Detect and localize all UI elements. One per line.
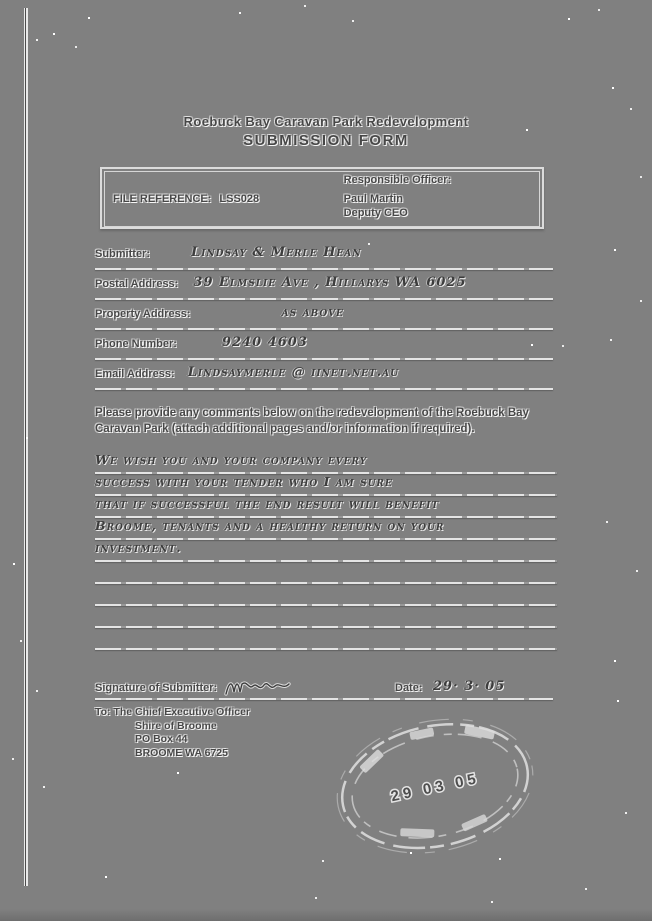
field-underline	[95, 358, 553, 360]
file-reference-label: FILE REFERENCE:	[113, 193, 212, 205]
comment-text: success with your tender who I am sure	[95, 474, 393, 489]
responsible-officer-label: Responsible Officer:	[343, 174, 452, 186]
comment-underline	[95, 538, 557, 540]
stamp-date: 29 03 05	[389, 770, 481, 805]
field-property-address-value: as above	[281, 305, 344, 320]
officer-name: Paul Martin	[343, 192, 403, 205]
field-phone-number-value: 9240 4603	[221, 335, 308, 350]
field-email-address: Email Address: Lindsaymerle @ iinet.net.…	[95, 365, 553, 390]
field-property-address-label: Property Address:	[95, 308, 191, 320]
comment-line: Broome, tenants and a healthy return on …	[95, 518, 557, 540]
field-property-address: Property Address: as above	[95, 305, 553, 330]
comment-underline	[95, 516, 557, 518]
field-underline	[95, 328, 553, 330]
form-title: Roebuck Bay Caravan Park Redevelopment	[183, 114, 469, 129]
comment-underline	[95, 472, 557, 474]
comment-line: that if successful the end result will b…	[95, 496, 557, 518]
recipient-address-block: To: The Chief Executive Officer Shire of…	[95, 706, 250, 761]
field-email-address-label: Email Address:	[95, 368, 175, 380]
blank-comment-line	[95, 628, 557, 650]
field-submitter: Submitter: Lindsay & Merle Hean	[95, 245, 553, 270]
comment-line: success with your tender who I am sure	[95, 474, 557, 496]
responsible-officer-block: Responsible Officer: Paul Martin Deputy …	[338, 172, 539, 226]
reference-box: FILE REFERENCE: LSS028 Responsible Offic…	[100, 167, 544, 229]
form-fields: Submitter: Lindsay & Merle Hean Postal A…	[95, 245, 553, 396]
recipient-line: To: The Chief Executive Officer	[95, 706, 251, 718]
date-label: Date:	[395, 682, 423, 694]
blank-comment-line	[95, 562, 557, 584]
comment-underline	[95, 494, 557, 496]
comment-underline	[95, 560, 557, 562]
comments-section: We wish you and your company every succe…	[95, 452, 557, 650]
field-phone-number-label: Phone Number:	[95, 338, 177, 350]
signature-underline	[95, 698, 553, 700]
form-title-block: Roebuck Bay Caravan Park Redevelopment S…	[0, 114, 652, 149]
field-postal-address-value: 39 Elmslie Ave , Hillarys WA 6025	[193, 275, 467, 290]
field-underline	[95, 268, 553, 270]
recipient-line: PO Box 44	[135, 733, 188, 746]
comments-instructions: Please provide any comments below on the…	[95, 407, 529, 435]
comment-text: investment.	[95, 540, 182, 555]
field-submitter-label: Submitter:	[95, 248, 150, 260]
field-postal-address-label: Postal Address:	[95, 278, 179, 290]
file-reference-value: LSS028	[219, 193, 260, 205]
field-submitter-value: Lindsay & Merle Hean	[191, 245, 362, 260]
comment-text: that if successful the end result will b…	[95, 496, 440, 511]
signature-scribble	[224, 681, 291, 696]
field-phone-number: Phone Number: 9240 4603	[95, 335, 553, 360]
comment-text: Broome, tenants and a healthy return on …	[95, 518, 445, 533]
comment-text: We wish you and your company every	[95, 452, 368, 467]
officer-title: Deputy CEO	[343, 206, 408, 219]
comment-underline	[95, 626, 557, 628]
received-date-stamp: 29 03 05	[336, 718, 534, 854]
signature-row: Signature of Submitter: Date: 29· 3· 05	[95, 678, 553, 700]
comment-line: investment.	[95, 540, 557, 562]
field-postal-address: Postal Address: 39 Elmslie Ave , Hillary…	[95, 275, 553, 300]
scan-noise-speckles	[0, 0, 2, 2]
date-value: 29· 3· 05	[433, 679, 506, 694]
field-underline	[95, 388, 553, 390]
blank-comment-line	[95, 584, 557, 606]
scan-edge-artifact	[24, 8, 28, 886]
recipient-line: BROOME WA 6725	[135, 746, 228, 759]
comment-line: We wish you and your company every	[95, 452, 557, 474]
field-underline	[95, 298, 553, 300]
scan-bottom-shadow	[0, 909, 652, 921]
signature-label: Signature of Submitter:	[95, 682, 218, 694]
field-email-address-value: Lindsaymerle @ iinet.net.au	[187, 365, 400, 380]
recipient-line: Shire of Broome	[135, 719, 217, 732]
comment-underline	[95, 604, 557, 606]
comment-underline	[95, 582, 557, 584]
blank-comment-line	[95, 606, 557, 628]
reference-box-inner: FILE REFERENCE: LSS028 Responsible Offic…	[104, 171, 540, 227]
comment-underline	[95, 648, 557, 650]
form-subtitle: SUBMISSION FORM	[243, 132, 409, 149]
file-reference: FILE REFERENCE: LSS028	[105, 172, 338, 226]
